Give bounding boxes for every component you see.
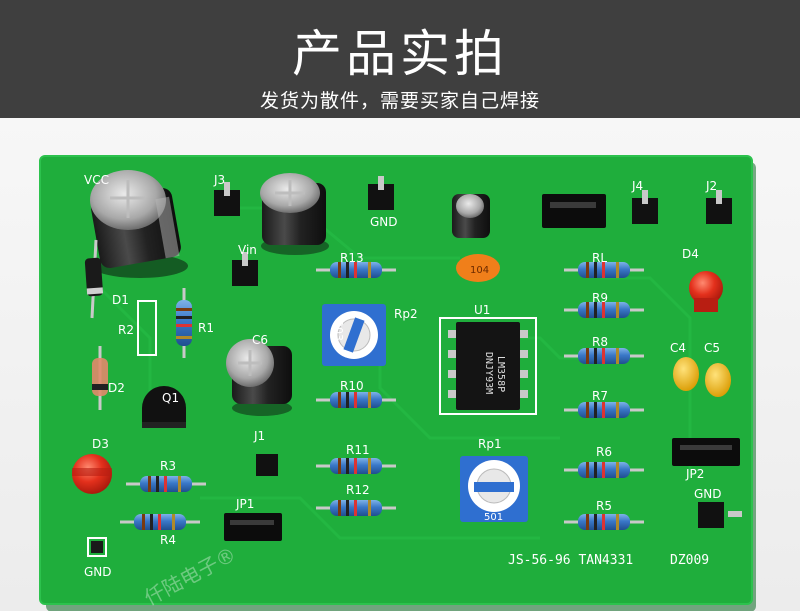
label-q1: Q1	[162, 391, 179, 405]
page-title: 产品实拍	[292, 25, 508, 83]
label-r13: R13	[340, 251, 364, 265]
label-j4: J4	[631, 179, 643, 193]
capacitor-c4	[673, 357, 699, 391]
capacitor-c-large	[90, 170, 188, 278]
label-rp2: Rp2	[394, 307, 418, 321]
capacitor-ceramic-104: 104	[456, 254, 500, 282]
diode-d1	[84, 239, 104, 319]
label-board-code: JS-56-96 TAN4331	[508, 553, 633, 568]
label-c5: C5	[704, 341, 720, 355]
diode-d2	[92, 346, 108, 410]
resistor	[316, 392, 396, 408]
led-d3	[72, 454, 112, 494]
label-j2: J2	[705, 179, 717, 193]
label-r5: R5	[596, 499, 612, 513]
label-r11: R11	[346, 443, 370, 457]
label-d1: D1	[112, 293, 129, 307]
silkscreen-labels: VCC J3 GND J4 J2 Vin R13 RL D4 D1 R2 R1 …	[84, 173, 722, 579]
resistor	[126, 476, 206, 492]
label-d4: D4	[682, 247, 699, 261]
capacitor-c5	[705, 363, 731, 397]
trimmer-rp2: 203	[322, 304, 386, 366]
label-d3: D3	[92, 437, 109, 451]
resistor	[564, 348, 644, 364]
label-r7: R7	[592, 389, 608, 403]
led-d4	[689, 271, 723, 312]
label-r10: R10	[340, 379, 364, 393]
label-j1: J1	[253, 429, 265, 443]
r2-footprint	[137, 300, 157, 356]
resistors	[176, 288, 192, 358]
label-jp1: JP1	[235, 497, 254, 511]
svg-text:203: 203	[332, 320, 345, 341]
resistor	[316, 500, 396, 516]
label-d2: D2	[108, 381, 125, 395]
trimmer-rp1: 501	[460, 456, 528, 523]
header-banner: 产品实拍 发货为散件，需要买家自己焊接	[0, 0, 800, 118]
label-jp2: JP2	[685, 467, 704, 481]
capacitor-c-medium	[260, 173, 329, 255]
capacitor-c6	[226, 339, 292, 416]
product-photo: 104 203 501 LM358P DNJY93M VCC J3	[0, 118, 800, 611]
label-gnd-bottom: GND	[84, 565, 112, 579]
label-r12: R12	[346, 483, 370, 497]
pcb-board	[40, 156, 752, 604]
resistor	[564, 262, 644, 278]
resistor	[316, 262, 396, 278]
label-r4: R4	[160, 533, 176, 547]
svg-text:104: 104	[470, 265, 489, 276]
label-c6: C6	[252, 333, 268, 347]
resistor	[564, 514, 644, 530]
label-vin: Vin	[238, 243, 257, 257]
resistor	[564, 302, 644, 318]
svg-text:LM358P: LM358P	[495, 356, 506, 392]
label-r6: R6	[596, 445, 612, 459]
label-r8: R8	[592, 335, 608, 349]
page-subtitle: 发货为散件，需要买家自己焊接	[259, 90, 540, 112]
label-gnd-right: GND	[694, 487, 722, 501]
label-r2: R2	[118, 323, 134, 337]
label-r1: R1	[198, 321, 214, 335]
label-vcc: VCC	[84, 173, 109, 187]
label-dz-code: DZ009	[670, 553, 709, 568]
label-gnd-top: GND	[370, 215, 398, 229]
ic-u1: LM358P DNJY93M	[439, 317, 537, 415]
pcb-board-illustration: 104 203 501 LM358P DNJY93M VCC J3	[39, 155, 756, 611]
label-j3: J3	[213, 173, 225, 187]
resistor	[316, 458, 396, 474]
label-u1: U1	[474, 303, 490, 317]
label-r3: R3	[160, 459, 176, 473]
transistor-q1	[142, 386, 186, 428]
resistor	[120, 514, 200, 530]
capacitor-small-top	[452, 194, 490, 238]
label-r9: R9	[592, 291, 608, 305]
resistor	[564, 462, 644, 478]
resistor	[564, 402, 644, 418]
label-rp1: Rp1	[478, 437, 502, 451]
label-rl: RL	[592, 251, 607, 265]
svg-text:DNJY93M: DNJY93M	[483, 352, 494, 394]
svg-text:501: 501	[484, 512, 503, 523]
label-c4: C4	[670, 341, 686, 355]
header-pins	[214, 184, 732, 528]
